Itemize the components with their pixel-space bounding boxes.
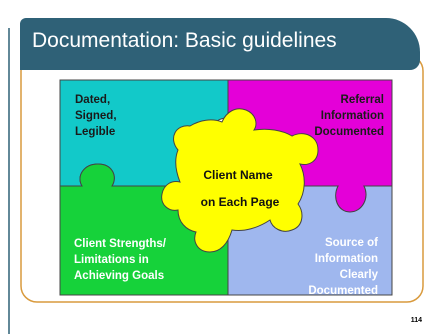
label-referral-information: Referral Information Documented xyxy=(314,94,384,138)
label-client-strengths: Client Strengths/ Limitations in Achievi… xyxy=(74,238,167,282)
page-number: 114 xyxy=(410,317,422,324)
label-source-of-information: Source of Information Clearly Documented xyxy=(308,237,378,297)
label-client-name: Client Name xyxy=(203,168,273,182)
label-dated-signed-legible: Dated, Signed, Legible xyxy=(75,94,117,138)
title-bar xyxy=(20,18,420,70)
label-on-each-page: on Each Page xyxy=(200,195,280,209)
puzzle-piece-center xyxy=(161,108,319,253)
slide-title: Documentation: Basic guidelines xyxy=(32,29,337,52)
